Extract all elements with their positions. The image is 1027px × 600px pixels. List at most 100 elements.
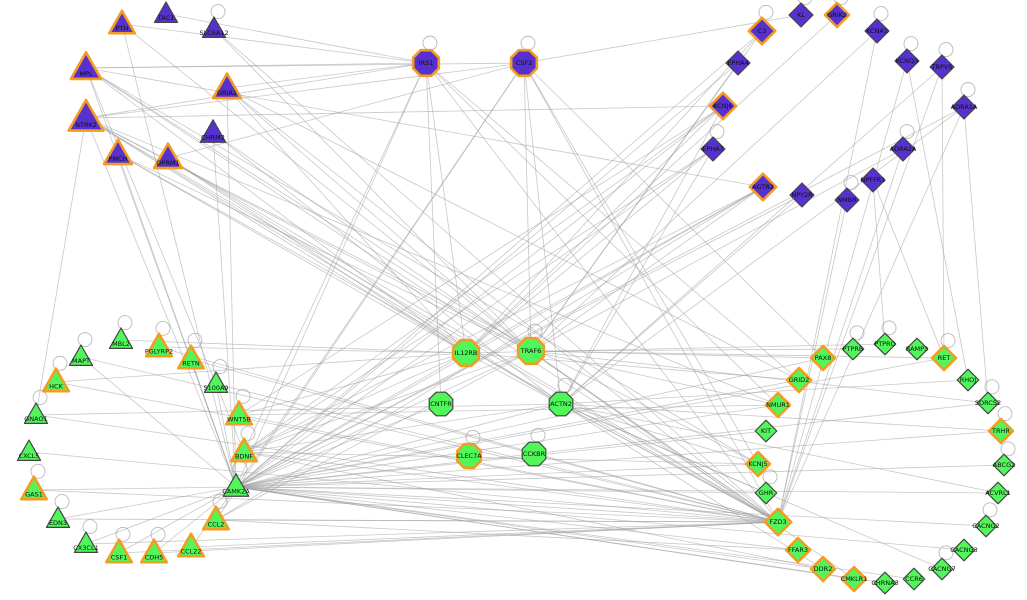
graph-node-trhr[interactable]: TRHR	[987, 417, 1015, 445]
graph-node-csf2[interactable]: CSF2	[509, 48, 539, 78]
triangle-node-shape	[19, 475, 49, 501]
graph-node-ddr2[interactable]: DDR2	[809, 555, 837, 583]
graph-node-cacng2[interactable]: CACNG2	[972, 514, 1000, 538]
graph-edge	[35, 414, 779, 523]
graph-edge	[465, 105, 724, 354]
self-loop-edge	[709, 124, 725, 140]
diamond-node-shape	[834, 187, 860, 213]
graph-edge	[121, 23, 532, 352]
triangle-node-shape	[102, 138, 134, 166]
graph-node-npy2r[interactable]: NPY2R	[789, 182, 815, 208]
graph-node-cx3cl1[interactable]: CX3CL1	[73, 531, 99, 553]
diamond-node-shape	[788, 2, 814, 28]
graph-node-mpl[interactable]: MPL	[69, 51, 103, 81]
graph-node-pglyrp2[interactable]: PGLYRP2	[145, 332, 173, 358]
graph-edge	[118, 486, 237, 554]
graph-edge	[167, 62, 525, 159]
graph-node-nmbr[interactable]: NMBR	[834, 187, 860, 213]
graph-edge	[235, 486, 799, 551]
graph-node-ghr[interactable]: GHR	[754, 481, 778, 505]
graph-node-kit[interactable]: KIT	[754, 419, 778, 443]
graph-edge	[777, 30, 878, 523]
graph-edge	[226, 87, 779, 523]
graph-node-cxcl5[interactable]: CXCL5	[16, 439, 42, 461]
graph-node-kcnq3[interactable]: KCNQ3	[894, 48, 920, 74]
diamond-node-shape	[725, 50, 751, 76]
graph-node-fzd3[interactable]: FZD3	[763, 507, 793, 537]
graph-node-ntrk2[interactable]: NTRK2	[67, 98, 105, 132]
graph-node-tac1[interactable]: TAC1	[153, 1, 179, 23]
graph-edge	[235, 404, 779, 488]
graph-node-ccr6[interactable]: CCR6	[902, 567, 926, 591]
diamond-node-shape	[784, 536, 812, 564]
graph-edge	[117, 153, 532, 352]
graph-edge	[85, 117, 779, 523]
diamond-node-shape	[890, 136, 916, 162]
graph-node-npffr1[interactable]: NPFFR1	[860, 167, 886, 193]
graph-edge	[121, 23, 427, 64]
graph-node-il12rb[interactable]: IL12RB	[451, 338, 481, 368]
graph-node-acvrl1[interactable]: ACVRL1	[985, 481, 1011, 505]
graph-node-grik2[interactable]: GRIK2	[823, 1, 851, 29]
graph-node-wnt5b[interactable]: WNT5B	[224, 400, 254, 426]
graph-node-grid2[interactable]: GRID2	[785, 366, 813, 394]
graph-node-chrna3[interactable]: CHRNA3	[871, 571, 899, 595]
graph-edge	[235, 486, 999, 494]
graph-edge	[235, 486, 779, 523]
graph-node-kl[interactable]: KL	[788, 2, 814, 28]
graph-node-chrm2[interactable]: CHRM2	[199, 119, 227, 143]
graph-node-sorcs2[interactable]: SORCS2	[975, 391, 1001, 415]
graph-edge	[425, 62, 467, 354]
graph-edge	[235, 352, 467, 488]
graph-edge	[243, 186, 764, 453]
graph-node-pth[interactable]: PTH	[107, 9, 137, 35]
graph-node-ramp3[interactable]: RAMP3	[905, 337, 929, 361]
graph-node-ret[interactable]: RET	[930, 344, 958, 372]
graph-edge	[243, 105, 724, 453]
graph-node-slc6a12[interactable]: SLC6A12	[199, 16, 229, 38]
triangle-node-shape	[153, 1, 179, 23]
self-loop-edge	[240, 425, 256, 441]
graph-node-mbl2[interactable]: MBL2	[108, 327, 134, 349]
diamond-node-shape	[754, 419, 778, 443]
graph-node-agtr2[interactable]: AGTR2	[748, 172, 778, 202]
graph-node-ptpro[interactable]: PTPRO	[873, 332, 897, 356]
triangle-node-shape	[201, 16, 227, 38]
graph-edge	[523, 62, 562, 405]
graph-node-clec7a[interactable]: CLEC7A	[455, 442, 482, 470]
graph-edge	[777, 60, 908, 523]
graph-node-cacng7[interactable]: CACNG7	[928, 557, 956, 581]
graph-node-mapt[interactable]: MAPT	[68, 344, 94, 366]
graph-node-rhoj[interactable]: RHOJ	[956, 368, 980, 392]
graph-node-epha4[interactable]: EPHA4	[725, 50, 751, 76]
graph-node-irs1[interactable]: IRS1	[411, 48, 441, 78]
graph-node-gnao1[interactable]: GNAO1	[23, 402, 49, 424]
graph-node-traf6[interactable]: TRAF6	[516, 336, 546, 366]
graph-node-gria1[interactable]: GRIA1	[211, 72, 243, 100]
graph-node-trpv5[interactable]: TRPV5	[929, 54, 955, 80]
graph-node-abcg2[interactable]: ABCG2	[992, 453, 1016, 477]
graph-node-adra1a[interactable]: ADRA1A	[951, 94, 978, 120]
graph-node-cmklr1[interactable]: CMKLR1	[841, 565, 868, 593]
graph-node-hck[interactable]: HCK	[41, 367, 71, 393]
graph-edge	[235, 62, 427, 488]
graph-node-kcna1[interactable]: KCNA1	[864, 18, 890, 44]
graph-node-gas1[interactable]: GAS1	[19, 475, 49, 501]
graph-node-retn[interactable]: RETN	[176, 344, 206, 370]
self-loop-edge	[843, 175, 859, 191]
graph-node-cntfr[interactable]: CNTFR	[428, 391, 454, 417]
graph-edge	[121, 23, 237, 488]
graph-node-cckbr[interactable]: CCKBR	[521, 441, 547, 467]
graph-node-adra2a[interactable]: ADRA2A	[890, 136, 917, 162]
graph-node-cacng3[interactable]: CACNG3	[950, 538, 978, 562]
octagon-node-shape	[411, 48, 441, 78]
graph-node-s100a9[interactable]: S100A9	[203, 371, 229, 393]
graph-edge	[941, 66, 945, 359]
graph-edge	[215, 350, 532, 521]
graph-node-ccl22[interactable]: CCL22	[176, 532, 206, 558]
graph-node-c3[interactable]: C3	[747, 16, 777, 46]
graph-node-actn2[interactable]: ACTN2	[548, 391, 574, 417]
graph-edge	[523, 62, 532, 352]
